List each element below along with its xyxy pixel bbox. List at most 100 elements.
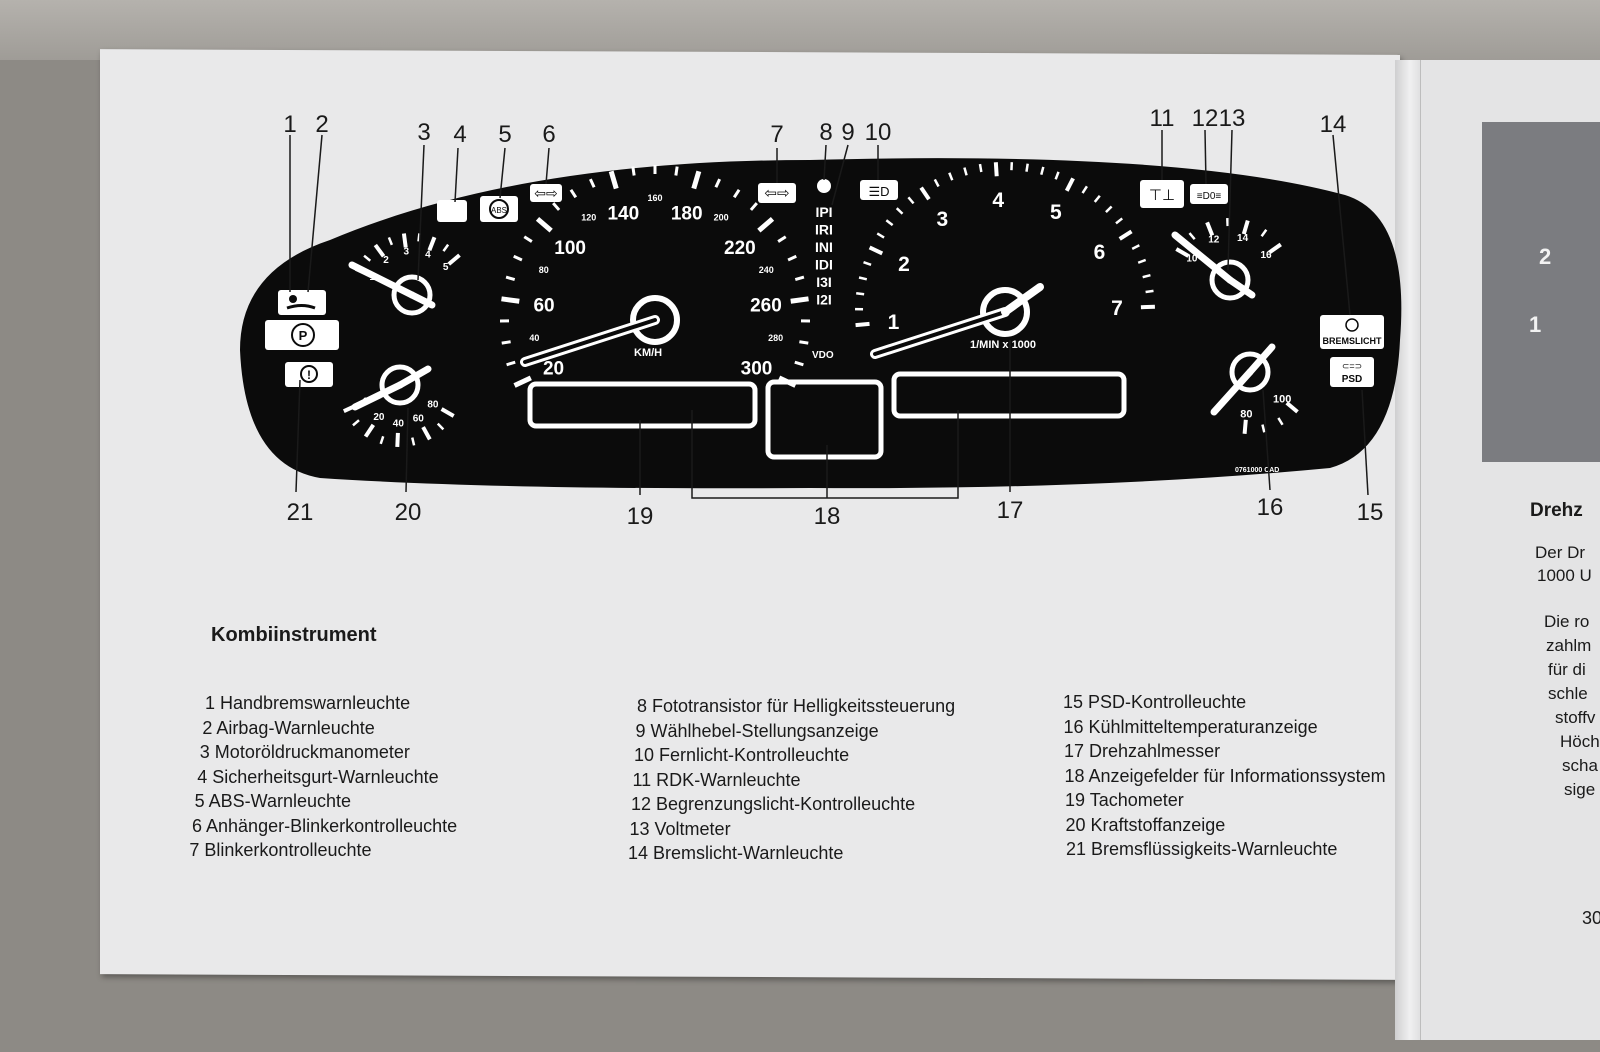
speedo-tick [799, 340, 809, 345]
callout-17: 17 [997, 497, 1024, 524]
tacho-tick [993, 162, 999, 177]
caption-title: Kombiinstrument [211, 624, 377, 646]
speedo-tick [513, 254, 523, 262]
tacho-tick [1081, 185, 1088, 194]
speedo-tick [589, 178, 596, 188]
fuel-tick [421, 426, 432, 441]
temp-tick [1261, 424, 1266, 433]
fuel-label: 20 [373, 412, 385, 423]
abs-icon: ABS [480, 196, 518, 222]
tacho-tick [885, 219, 894, 227]
high-beam-icon [860, 180, 898, 200]
callout-2: 2 [315, 111, 328, 138]
svg-text:⊤⊥: ⊤⊥ [1149, 187, 1175, 204]
tacho-tick [863, 260, 872, 267]
tacho-tick [858, 276, 868, 281]
legend-item: 18 Anzeigefelder für Informationssystem [1064, 765, 1386, 786]
legend-item: 21 Bremsflüssigkeits-Warnleuchte [1066, 839, 1338, 859]
oil-label: 2 [383, 255, 389, 266]
tacho-label: 1 [888, 311, 900, 334]
speedo-tick [523, 235, 533, 243]
svg-text:⇦⇨: ⇦⇨ [764, 185, 789, 202]
svg-text:≡D0≡: ≡D0≡ [1197, 191, 1222, 202]
right-page-heading: Drehz [1530, 500, 1583, 521]
tacho-tick [907, 196, 915, 205]
legend-item: 11 RDK-Warnleuchte [632, 769, 801, 790]
right-page-line: zahlm [1546, 636, 1592, 655]
callout-20: 20 [395, 499, 422, 526]
speedo-tick [505, 275, 516, 282]
speedo-minor-label: 200 [714, 213, 729, 223]
speedo-minor-label: 280 [768, 333, 783, 343]
speedo-tick [794, 360, 804, 367]
tacho-tick [1064, 177, 1075, 192]
legend-item: 2 Airbag-Warnleuchte [202, 717, 375, 738]
speedo-tick [790, 296, 809, 304]
speedo-tick [732, 188, 741, 199]
fuel-tick [411, 437, 416, 446]
tacho-tick [963, 167, 968, 176]
oil-tick [442, 243, 450, 252]
tacho-tick [856, 291, 865, 296]
tacho-tick [895, 207, 904, 215]
info-field-center [765, 379, 884, 460]
callout-14: 14 [1320, 111, 1347, 138]
right-page-line: Der Dr [1535, 543, 1586, 562]
legend-item: 13 Voltmeter [629, 818, 731, 839]
fuel-label: 60 [413, 414, 425, 425]
svg-text:⊂=⊃: ⊂=⊃ [1342, 361, 1362, 371]
svg-text:P: P [299, 328, 308, 343]
tacho-tick [1137, 258, 1147, 264]
callout-16: 16 [1257, 494, 1284, 521]
oil-tick [427, 236, 437, 251]
oil-label: 4 [425, 249, 431, 260]
callout-3: 3 [417, 119, 430, 146]
right-page-line: 1000 U [1537, 566, 1592, 585]
gear-label: IRI [815, 222, 833, 238]
volt-tick [1260, 229, 1268, 237]
fuel-tick [436, 422, 445, 431]
legend-item: 7 Blinkerkontrolleuchte [189, 840, 372, 860]
tacho-label: 3 [937, 208, 949, 231]
speedo-tick [714, 178, 721, 188]
speedo-tick [569, 188, 578, 199]
volt-tick [1175, 247, 1190, 258]
legend-item: 3 Motoröldruckmanometer [199, 742, 410, 762]
psd-icon: ⊂=⊃ PSD [1330, 357, 1374, 387]
right-page-line: stoffv [1555, 708, 1596, 727]
photo-number-1: 1 [1529, 312, 1542, 337]
speedo-major-label: 100 [554, 238, 586, 259]
callout-19: 19 [627, 503, 654, 530]
speedo-tick [794, 275, 805, 282]
tacho-tick [978, 163, 983, 173]
speedo-tick [501, 340, 511, 345]
callout-10: 10 [865, 119, 892, 146]
callout-9: 9 [841, 119, 854, 146]
speedo-minor-label: 120 [581, 213, 596, 223]
leader-lines [289, 129, 1369, 499]
oil-tick [387, 236, 394, 246]
legend-item: 15 PSD-Kontrolleuchte [1063, 692, 1247, 712]
right-page-line: Höch [1560, 732, 1600, 751]
callout-7: 7 [770, 121, 783, 148]
speedo-tick [501, 296, 520, 304]
speedo-tick [608, 170, 619, 190]
tacho-tick [1025, 163, 1029, 172]
legend-item: 17 Drehzahlmesser [1064, 741, 1221, 761]
oil-tick [363, 254, 372, 262]
legend-item: 9 Wählhebel-Stellungsanzeige [635, 720, 879, 741]
psd-text: PSD [1342, 374, 1363, 385]
speedo-tick [787, 254, 797, 262]
speedo-tick [506, 360, 516, 367]
callout-15: 15 [1357, 499, 1384, 526]
speedo-minor-label: 80 [539, 265, 549, 275]
volt-tick [1188, 232, 1196, 240]
right-page-line: für di [1548, 660, 1586, 679]
brake-light-icon: BREMSLICHT [1320, 315, 1384, 349]
legend-item: 6 Anhänger-Blinkerkontrolleuchte [192, 815, 458, 836]
